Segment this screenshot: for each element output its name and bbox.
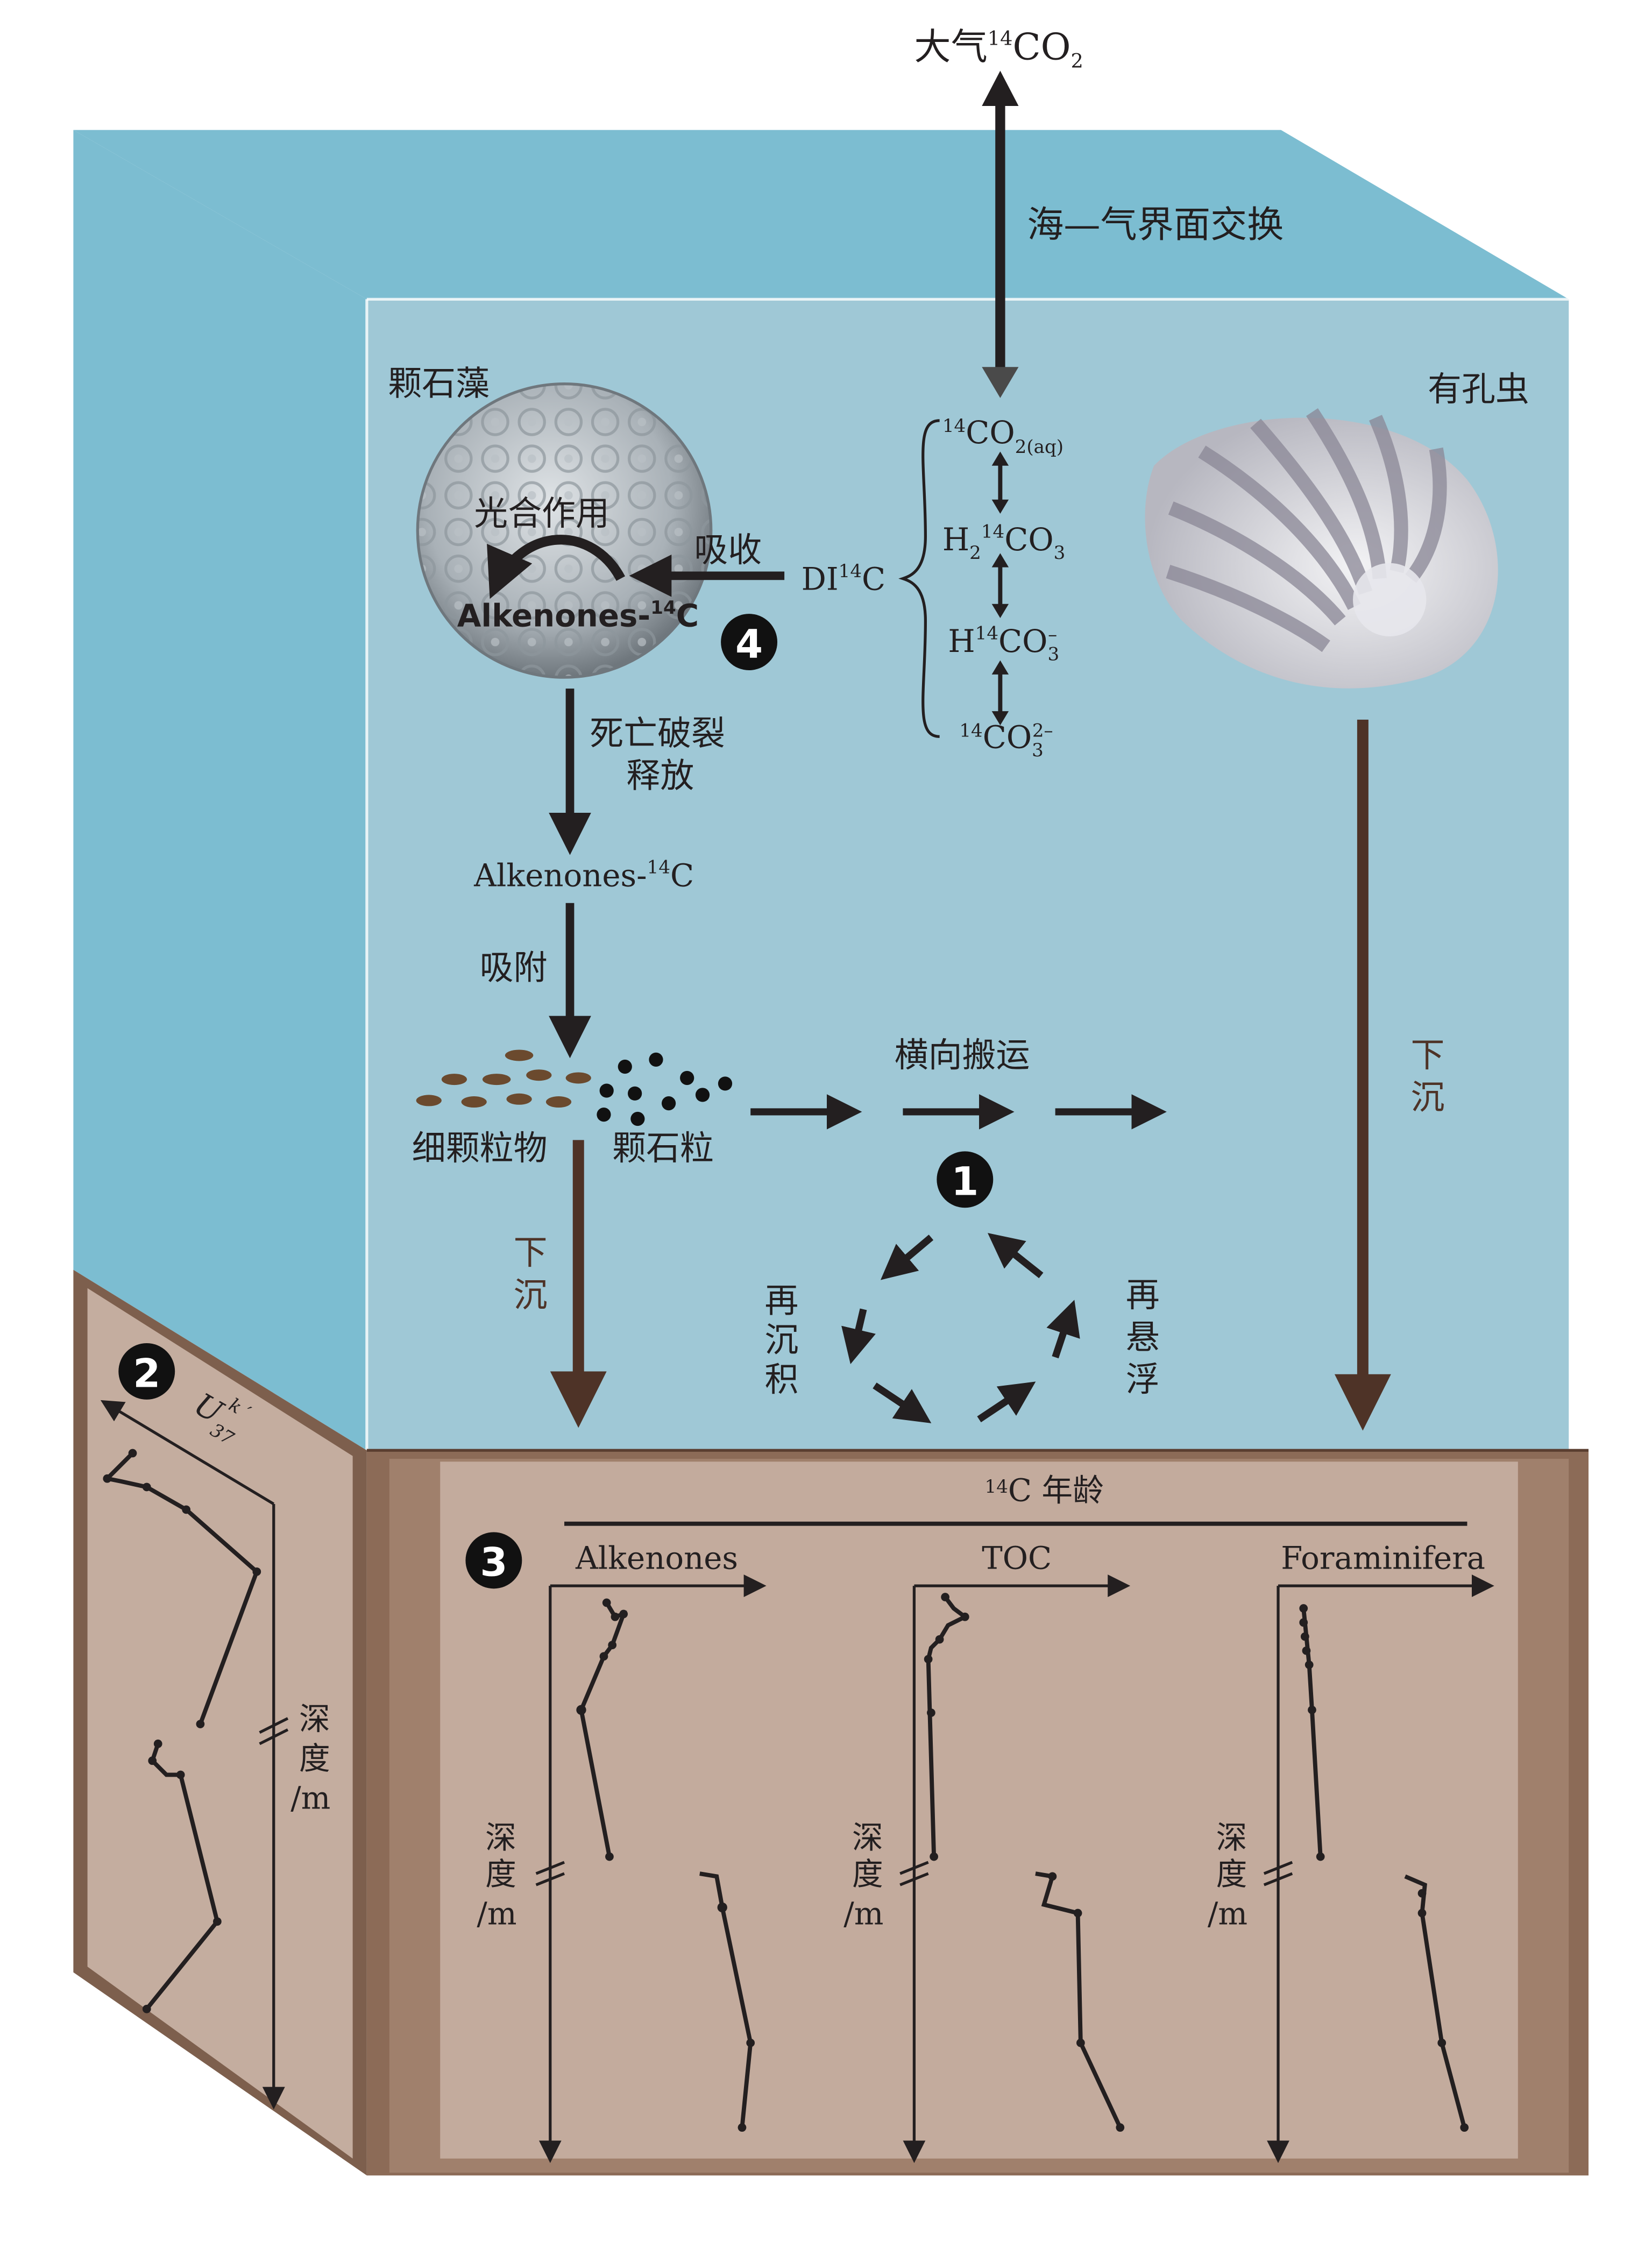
redeposition-cycle-arrows xyxy=(841,1233,1080,1423)
svg-text:深: 深 xyxy=(852,1819,883,1856)
col-foram-label: Foraminifera xyxy=(1281,1540,1485,1577)
uk37-axes xyxy=(100,1400,289,2110)
foram-depth-label: 深 度 /m xyxy=(1208,1819,1247,1932)
resuspend-label-1: 再 xyxy=(1126,1275,1160,1315)
dic-label: DI14C xyxy=(802,561,886,598)
marker-4: 4 xyxy=(721,614,778,671)
air-sea-exchange-label: 海—气界面交换 xyxy=(1027,204,1284,246)
resuspend-label-2: 悬 xyxy=(1126,1317,1160,1357)
sink-left-label-2: 沉 xyxy=(514,1275,548,1315)
hco3-species: H14CO3– xyxy=(948,622,1059,665)
atmosphere-label: 大气14CO2 xyxy=(914,26,1083,73)
water-top-face xyxy=(73,130,1569,300)
toc-age-points xyxy=(924,1593,1125,2132)
foraminifera-icon xyxy=(1145,408,1498,689)
age-title: 14C 年龄 xyxy=(985,1472,1104,1509)
absorb-label: 吸收 xyxy=(694,530,762,570)
sink-right-label-1: 下 xyxy=(1411,1035,1445,1075)
alkenones-depth-label: 深 度 /m xyxy=(477,1819,516,1932)
foraminifera-label: 有孔虫 xyxy=(1428,370,1529,409)
alkenones-in-cell-label: Alkenones-14C xyxy=(457,597,699,634)
svg-text:2: 2 xyxy=(133,1351,160,1396)
lateral-transport-label: 横向搬运 xyxy=(895,1035,1030,1075)
coccolithophore-label: 颗石藻 xyxy=(388,364,490,403)
redeposit-label-1: 再 xyxy=(764,1281,798,1320)
death-release-label-2: 释放 xyxy=(626,756,694,796)
marker-1: 1 xyxy=(937,1151,994,1208)
photosynthesis-arrow xyxy=(487,535,626,599)
uk37-points xyxy=(103,1449,261,2013)
resuspend-label-3: 浮 xyxy=(1126,1360,1160,1399)
fine-particles-icon xyxy=(416,1049,591,1108)
sink-left-label-1: 下 xyxy=(514,1233,548,1272)
svg-text:/m: /m xyxy=(290,1779,330,1816)
col-alkenones-label: Alkenones xyxy=(575,1540,738,1577)
svg-text:度: 度 xyxy=(299,1740,330,1777)
uk37-depth-label: 深 度 /m xyxy=(290,1701,330,1817)
svg-text:度: 度 xyxy=(852,1856,883,1892)
svg-text:深: 深 xyxy=(485,1819,516,1856)
marker-2: 2 xyxy=(118,1343,175,1400)
svg-text:/m: /m xyxy=(843,1895,883,1932)
redeposit-label-3: 积 xyxy=(764,1360,798,1399)
foram-age-points xyxy=(1299,1604,1469,2132)
col-toc-label: TOC xyxy=(982,1540,1052,1577)
photosynthesis-label: 光合作用 xyxy=(474,494,609,533)
svg-text:4: 4 xyxy=(735,621,763,667)
marker-3: 3 xyxy=(465,1532,522,1589)
alkenones-age-axes xyxy=(535,1574,767,2163)
foram-age-axes xyxy=(1263,1574,1494,2163)
redeposit-label-2: 沉 xyxy=(764,1321,798,1360)
svg-text:3: 3 xyxy=(480,1540,507,1586)
svg-text:/m: /m xyxy=(477,1895,516,1932)
death-release-label-1: 死亡破裂 xyxy=(590,714,725,753)
fine-particles-label: 细颗粒物 xyxy=(412,1129,548,1168)
svg-text:度: 度 xyxy=(485,1856,516,1892)
coccolithophore-icon xyxy=(416,382,713,679)
coccolith-particles-icon xyxy=(597,1052,733,1126)
svg-text:深: 深 xyxy=(299,1701,330,1737)
equilibrium-arrows xyxy=(991,451,1009,726)
adsorb-label: 吸附 xyxy=(480,948,548,987)
coccoliths-label: 颗石粒 xyxy=(612,1129,714,1168)
svg-text:/m: /m xyxy=(1208,1895,1247,1932)
h2co3-species: H214CO3 xyxy=(942,521,1065,564)
svg-text:深: 深 xyxy=(1216,1819,1247,1856)
svg-text:1: 1 xyxy=(951,1159,979,1205)
sink-right-label-2: 沉 xyxy=(1411,1078,1445,1117)
dic-brace xyxy=(898,419,940,738)
alkenones-age-points xyxy=(576,1598,755,2132)
co2aq-species: 14CO2(aq) xyxy=(942,414,1063,458)
toc-depth-label: 深 度 /m xyxy=(843,1819,883,1932)
alkenones-free-label: Alkenones-14C xyxy=(473,857,694,894)
toc-age-axes xyxy=(899,1574,1131,2163)
water-left-face xyxy=(73,130,367,1451)
co3-species: 14CO32– xyxy=(959,719,1053,761)
svg-text:度: 度 xyxy=(1216,1856,1247,1892)
